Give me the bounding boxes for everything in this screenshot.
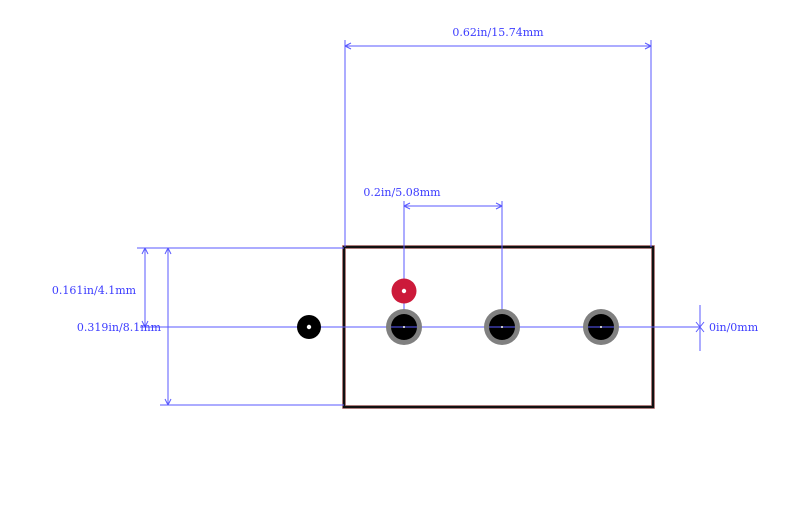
pin1-pad-center [401, 288, 407, 294]
mounting-hole-center [306, 324, 312, 330]
total-height-arrows [164, 247, 172, 406]
pitch-dim-label: 0.2in/5.08mm [363, 186, 441, 199]
pad-3-center [600, 326, 602, 328]
upper-height-label: 0.161in/4.1mm [52, 284, 137, 297]
offset-dim-label: 0in/0mm [709, 321, 759, 334]
total-height-label: 0.319in/8.1mm [77, 321, 162, 334]
pitch-arrows [403, 202, 503, 210]
pad-3 [583, 309, 619, 345]
pad-2-center [501, 326, 503, 328]
pad-2 [484, 309, 520, 345]
offset-arrows [695, 321, 705, 333]
width-dim-label: 0.62in/15.74mm [452, 26, 544, 39]
pad-1 [386, 309, 422, 345]
pad-1-center [403, 326, 405, 328]
width-arrows [344, 42, 652, 50]
upper-height-arrows [141, 247, 149, 328]
